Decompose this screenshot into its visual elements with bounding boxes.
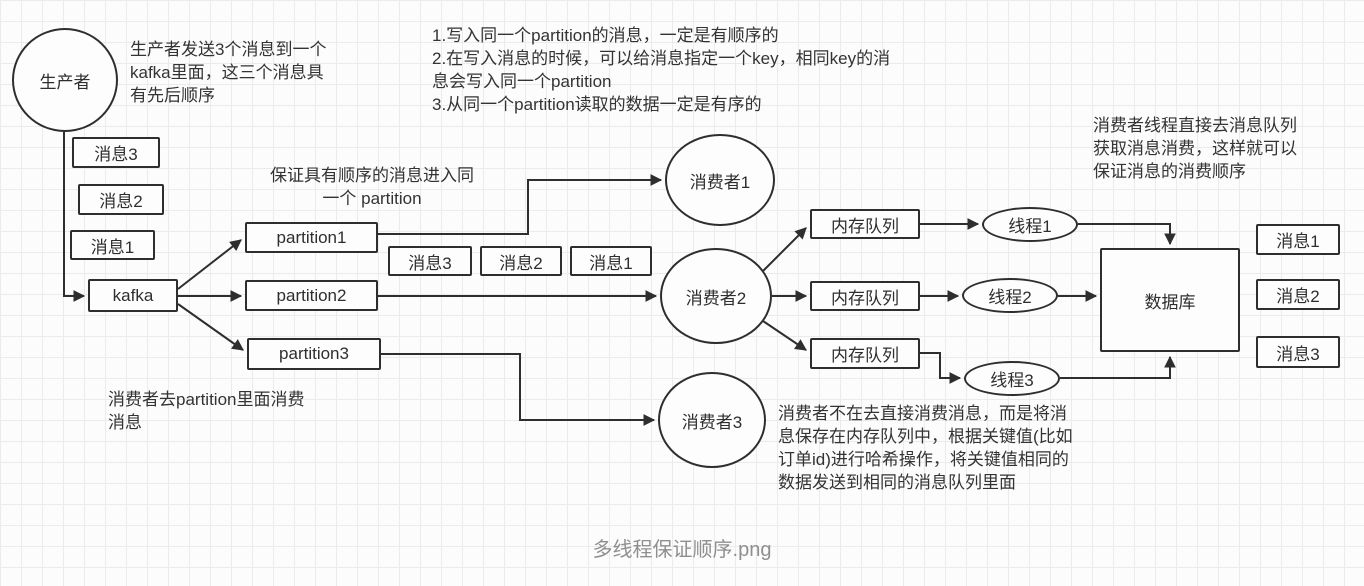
node-consumer2: 消费者2 (660, 248, 772, 344)
image-caption: 多线程保证顺序.png (592, 539, 772, 561)
node-message1-database: 消息1 (1256, 224, 1340, 255)
arrow-kafka-to-partition3 (177, 303, 244, 351)
node-partition1: partition1 (245, 222, 378, 253)
arrow-consumer2-to-queue1 (762, 227, 807, 272)
node-message2-database: 消息2 (1256, 279, 1340, 310)
note-producer: 生产者发送3个消息到一个 kafka里面，这三个消息具 有先后顺序 (130, 40, 327, 106)
node-message3-database: 消息3 (1256, 336, 1340, 368)
arrow-consumer2-to-queue3 (762, 320, 807, 351)
arrow-queue3-to-thread3 (920, 352, 962, 384)
node-consumer1: 消费者1 (665, 134, 775, 226)
node-memory-queue3: 内存队列 (810, 338, 920, 369)
note-partition: 保证具有顺序的消息进入同 一个 partition (270, 166, 474, 209)
node-message3-partition: 消息3 (388, 246, 472, 276)
note-memory-queue: 消费者不在去直接消费消息，而是将消 息保存在内存队列中，根据关键值(比如 订单i… (778, 404, 1073, 493)
node-consumer3: 消费者3 (658, 372, 766, 468)
note-thread-consume: 消费者线程直接去消息队列 获取消息消费，这样就可以 保证消息的消费顺序 (1093, 116, 1297, 182)
arrow-partition3-to-consumer3 (381, 353, 656, 426)
node-message1-partition: 消息1 (570, 246, 652, 276)
note-ordering-rules: 1.写入同一个partition的消息，一定是有顺序的 2.在写入消息的时候，可… (432, 26, 891, 115)
node-producer: 生产者 (12, 28, 118, 132)
node-database: 数据库 (1100, 248, 1240, 352)
node-partition3: partition3 (247, 338, 381, 370)
node-message3-producer: 消息3 (72, 137, 160, 168)
node-message2-partition: 消息2 (480, 246, 562, 276)
arrow-thread1-to-database (1078, 223, 1176, 246)
node-thread2: 线程2 (962, 278, 1058, 313)
node-partition2: partition2 (245, 280, 378, 311)
node-thread3: 线程3 (964, 361, 1060, 396)
arrow-thread3-to-database (1060, 355, 1176, 379)
node-message2-producer: 消息2 (78, 184, 164, 215)
arrow-kafka-to-partition1 (177, 239, 242, 290)
node-memory-queue2: 内存队列 (810, 281, 920, 311)
node-kafka: kafka (88, 279, 178, 312)
node-memory-queue1: 内存队列 (810, 209, 920, 239)
note-consume: 消费者去partition里面消费 消息 (108, 390, 305, 433)
node-thread1: 线程1 (982, 207, 1078, 242)
node-message1-producer: 消息1 (70, 230, 155, 260)
